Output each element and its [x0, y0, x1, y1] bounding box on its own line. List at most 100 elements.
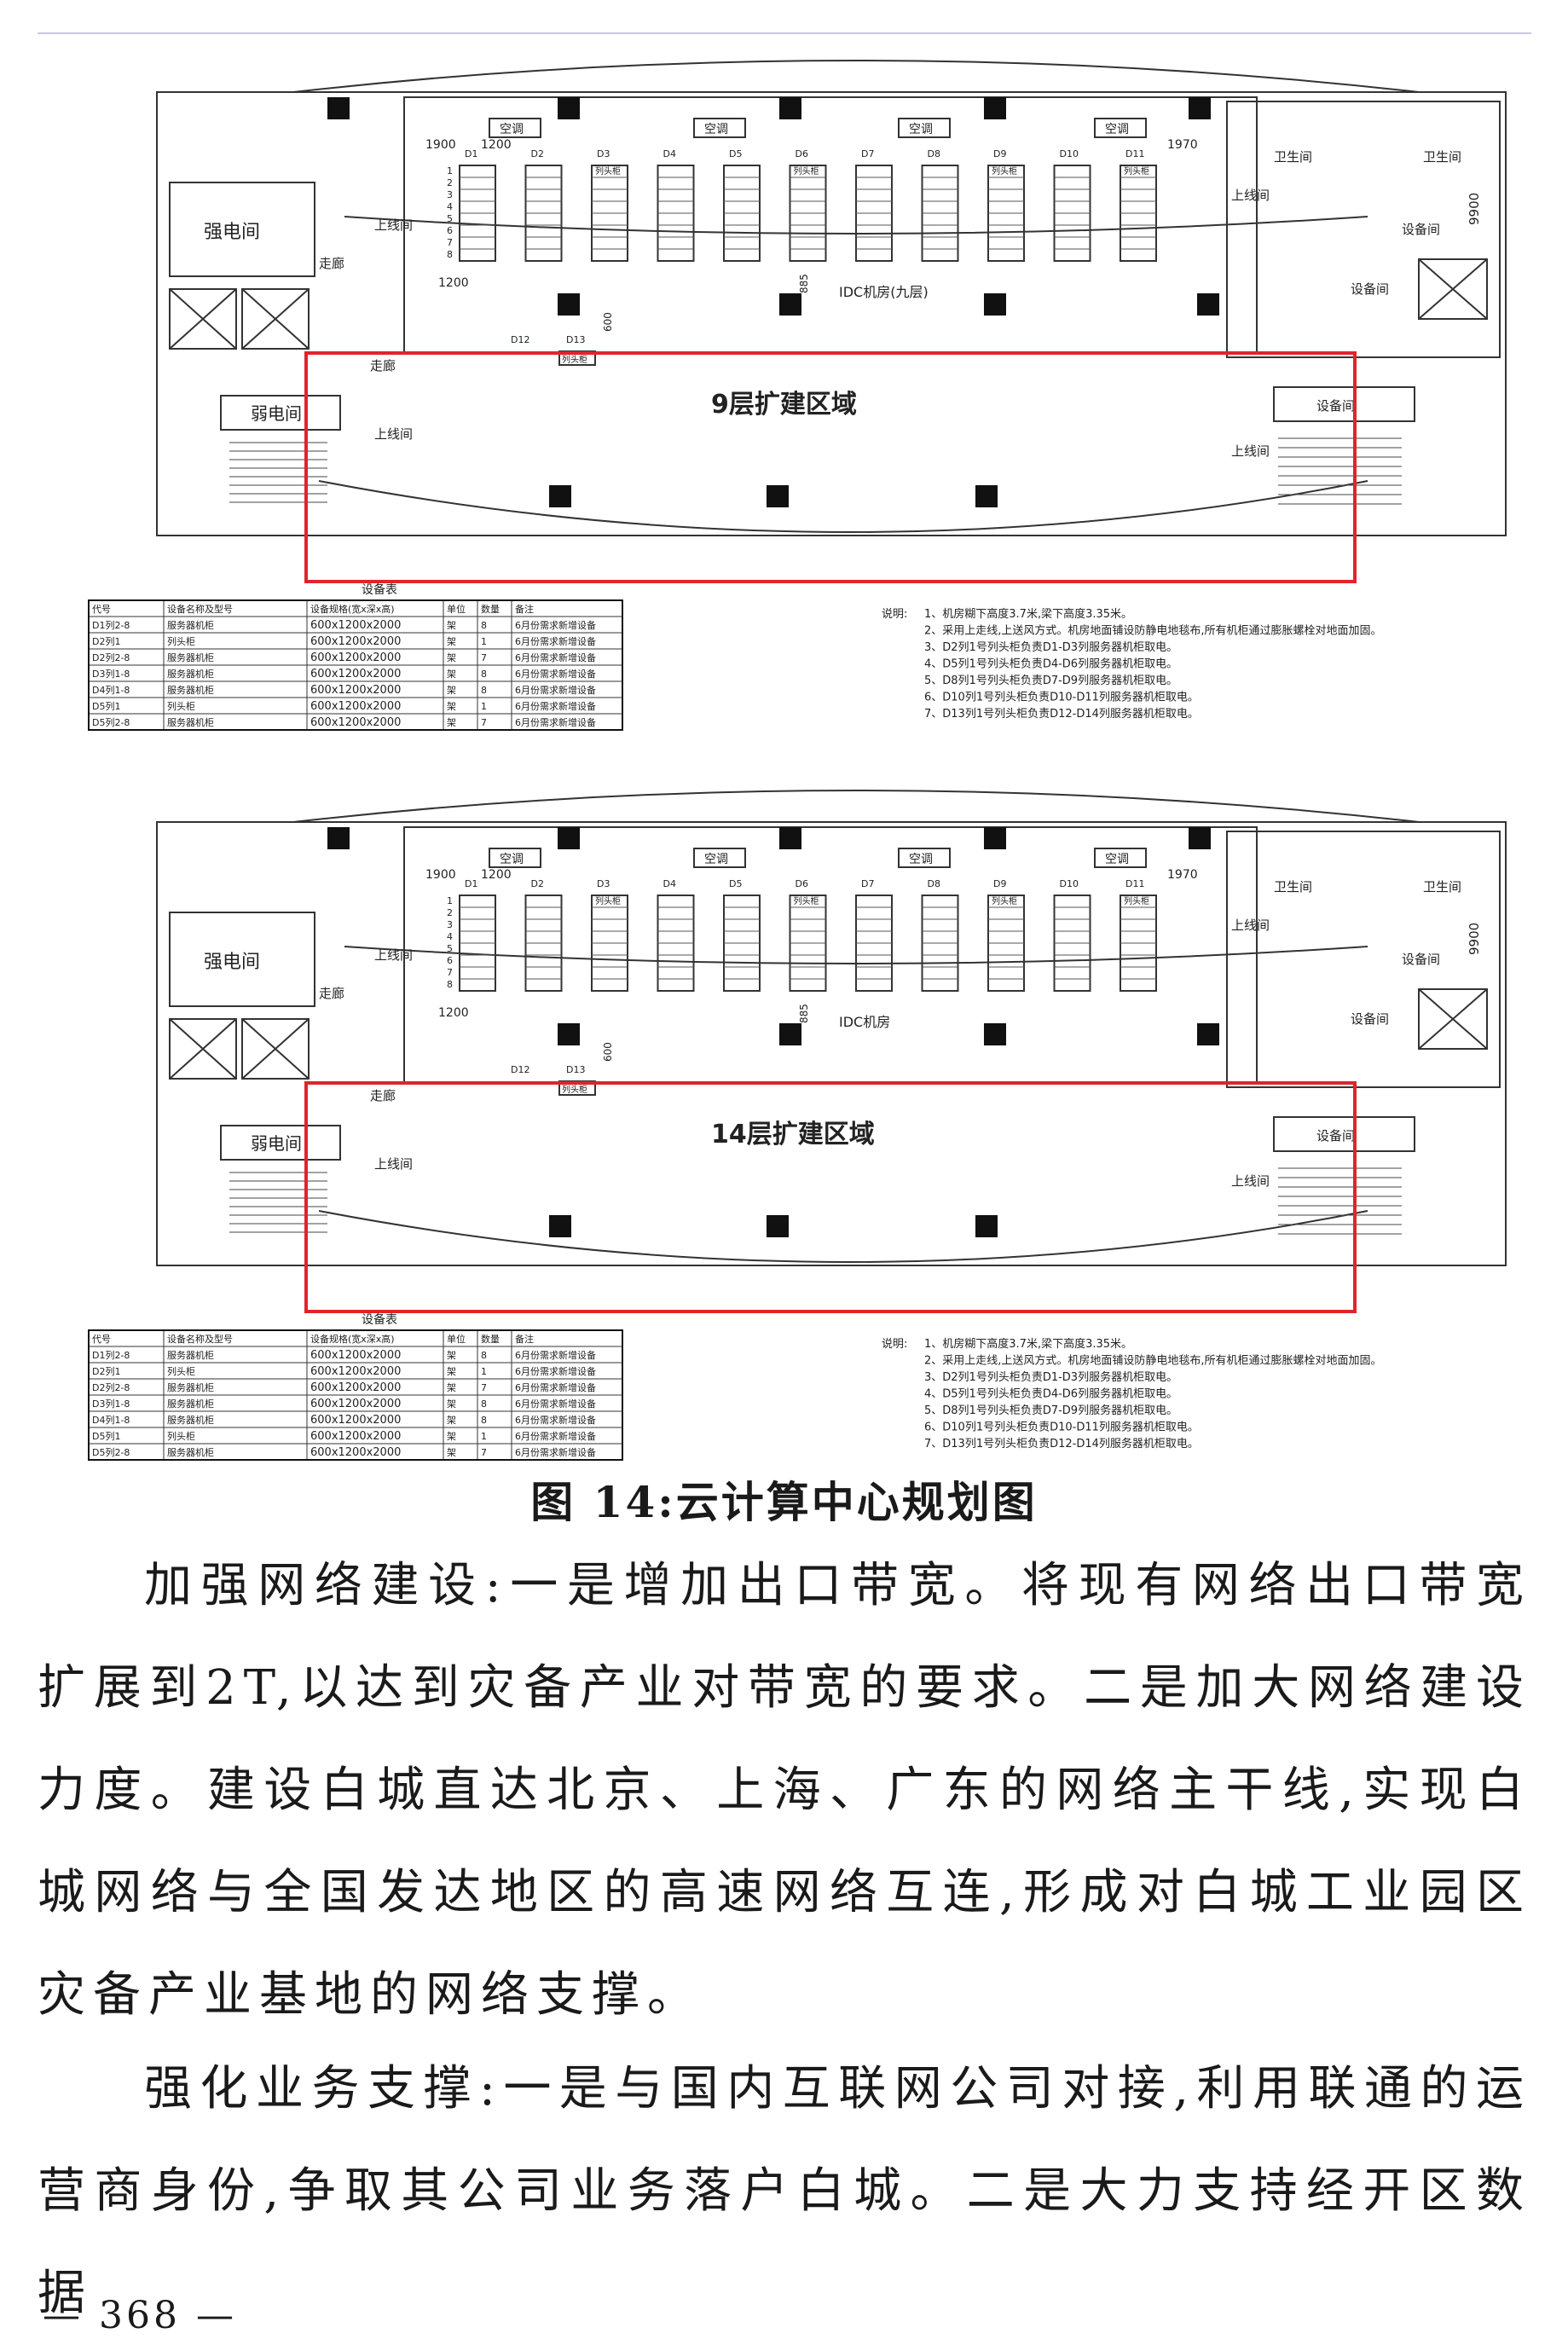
structural-column [779, 827, 801, 849]
dimension-label: 885 [798, 1004, 810, 1023]
cabinet-position-number: 6 [447, 955, 453, 966]
structural-column [975, 485, 998, 507]
cabinet-row-code: D1 [465, 878, 477, 889]
equipment-room-label: 设备间 [1402, 952, 1440, 967]
table-cell-text: 架 [447, 1431, 456, 1442]
toilet-label: 卫生间 [1423, 879, 1461, 895]
riser-label: 上线间 [374, 426, 413, 442]
design-note: 1、机房糊下高度3.7米,梁下高度3.35米。 [924, 1337, 1132, 1351]
table-cell-text: D5列1 [92, 1430, 120, 1442]
aircon-label: 空调 [500, 123, 524, 136]
aircon-unit [489, 118, 541, 138]
table-cell-text: 架 [447, 1366, 456, 1377]
weak-room-box [220, 395, 341, 431]
table-cell-text: 8 [481, 620, 487, 631]
table-cell-text: 服务器机柜 [167, 1381, 214, 1393]
table-cell-text: 1 [481, 1366, 487, 1377]
aircon-unit [489, 848, 541, 868]
toilet-label: 卫生间 [1274, 879, 1312, 895]
structural-column [779, 1023, 801, 1045]
head-cabinet-label: 列头柜 [562, 354, 587, 365]
table-cell-text: D2列2-8 [92, 1381, 130, 1393]
cabinet-row-code: D8 [928, 878, 940, 889]
design-note: 2、采用上走线,上送风方式。机房地面铺设防静电地毯布,所有机柜通过膨胀螺栓对地面… [924, 624, 1382, 638]
figure-caption: 图 14:云计算中心规划图 [530, 1477, 1038, 1527]
dimension-label: 1970 [1167, 138, 1198, 152]
table-cell-text: 架 [447, 636, 456, 647]
design-note: 3、D2列1号列头柜负责D1-D3列服务器机柜取电。 [924, 1370, 1177, 1384]
table-header-cell: 备注 [515, 603, 534, 615]
table-cell-text: D4列1-8 [92, 1414, 130, 1426]
design-note: 4、D5列1号列头柜负责D4-D6列服务器机柜取电。 [924, 1387, 1177, 1401]
dimension-label: 1200 [438, 1006, 469, 1020]
equipment-table [88, 599, 623, 731]
riser-label: 上线间 [374, 1156, 413, 1172]
cabinet-row-code: D10 [1060, 148, 1079, 159]
structural-column [549, 485, 571, 507]
expansion-area-highlight [304, 351, 1357, 583]
body-paragraph: 强化业务支撑:一是与国内互联网公司对接,利用联通的运营商身份,争取其公司业务落户… [38, 2061, 1531, 2321]
notes-prefix: 说明: [882, 608, 907, 621]
table-cell-text: D4列1-8 [92, 684, 130, 696]
table-cell-text: 6月份需求新增设备 [515, 651, 596, 663]
dimension-label: 1200 [481, 868, 512, 882]
cabinet-row-code: D7 [861, 148, 874, 159]
corridor-label: 走廊 [319, 256, 344, 271]
table-cell-text: 600x1200x2000 [310, 1446, 401, 1459]
cabinet-row-code: D3 [597, 878, 610, 889]
head-cabinet-label: 列头柜 [1124, 165, 1149, 177]
table-cell-text: 架 [447, 652, 456, 663]
design-note: 6、D10列1号列头柜负责D10-D11列服务器机柜取电。 [924, 1421, 1199, 1434]
table-cell-text: D3列1-8 [92, 668, 130, 680]
table-cell-text: 架 [447, 717, 456, 728]
table-cell-text: 6月份需求新增设备 [515, 1414, 596, 1426]
table-cell-text: 6月份需求新增设备 [515, 635, 596, 647]
head-cabinet-label: 列头柜 [595, 165, 621, 177]
table-cell-text: 7 [481, 717, 487, 728]
table-cell-text: 服务器机柜 [167, 684, 214, 696]
structural-column [327, 97, 350, 119]
table-cell-text: 服务器机柜 [167, 1398, 214, 1410]
toilet-label: 卫生间 [1423, 149, 1461, 165]
table-header-cell: 代号 [92, 604, 111, 615]
equipment-room-label: 设备间 [1351, 1011, 1389, 1027]
table-cell-text: 600x1200x2000 [310, 619, 401, 632]
structural-column [779, 97, 801, 119]
elevator-box [1418, 258, 1488, 320]
elevator-cross [241, 288, 310, 350]
dimension-label: 1900 [425, 868, 456, 882]
table-cell-text: 架 [447, 701, 456, 712]
table-cell-text: D2列2-8 [92, 651, 130, 663]
cabinet-row-code: D11 [1125, 148, 1144, 159]
cabinet-position-number: 4 [447, 931, 453, 942]
table-cell-text: 6月份需求新增设备 [515, 1430, 596, 1442]
table-cell-text: D1列2-8 [92, 619, 130, 631]
building-outline [156, 91, 1507, 536]
idc-room-name: IDC机房(九层) [839, 284, 929, 300]
dimension-label: 600 [602, 312, 614, 332]
design-note: 2、采用上走线,上送风方式。机房地面铺设防静电地毯布,所有机柜通过膨胀螺栓对地面… [924, 1354, 1382, 1368]
power-room-label: 强电间 [204, 952, 260, 973]
aircon-label: 空调 [1105, 853, 1129, 866]
cabinet-row-code: D13 [566, 1064, 585, 1075]
table-cell-text: 架 [447, 1447, 456, 1458]
cabinet-position-number: 2 [447, 177, 453, 188]
head-cabinet-label: 列头柜 [562, 1084, 587, 1095]
structural-column [558, 1023, 580, 1045]
toilet-label: 卫生间 [1274, 149, 1312, 165]
power-room-label: 强电间 [204, 222, 260, 243]
table-cell-text: 7 [481, 652, 487, 663]
table-cell-text: 1 [481, 701, 487, 712]
design-note: 7、D13列1号列头柜负责D12-D14列服务器机柜取电。 [924, 1437, 1199, 1450]
table-cell-text: 架 [447, 1350, 456, 1361]
cabinet-position-number: 1 [447, 165, 453, 177]
cabinet-row-code: D2 [531, 878, 544, 889]
structural-column [779, 293, 801, 316]
elevator-box [241, 1018, 310, 1080]
cabinet-row-code: D7 [861, 878, 874, 889]
structural-column [549, 1215, 571, 1237]
cabinet-position-number: 5 [447, 943, 453, 954]
elevator-box [1418, 988, 1488, 1050]
table-cell-text: 服务器机柜 [167, 668, 214, 680]
cabinet-position-number: 3 [447, 919, 453, 930]
